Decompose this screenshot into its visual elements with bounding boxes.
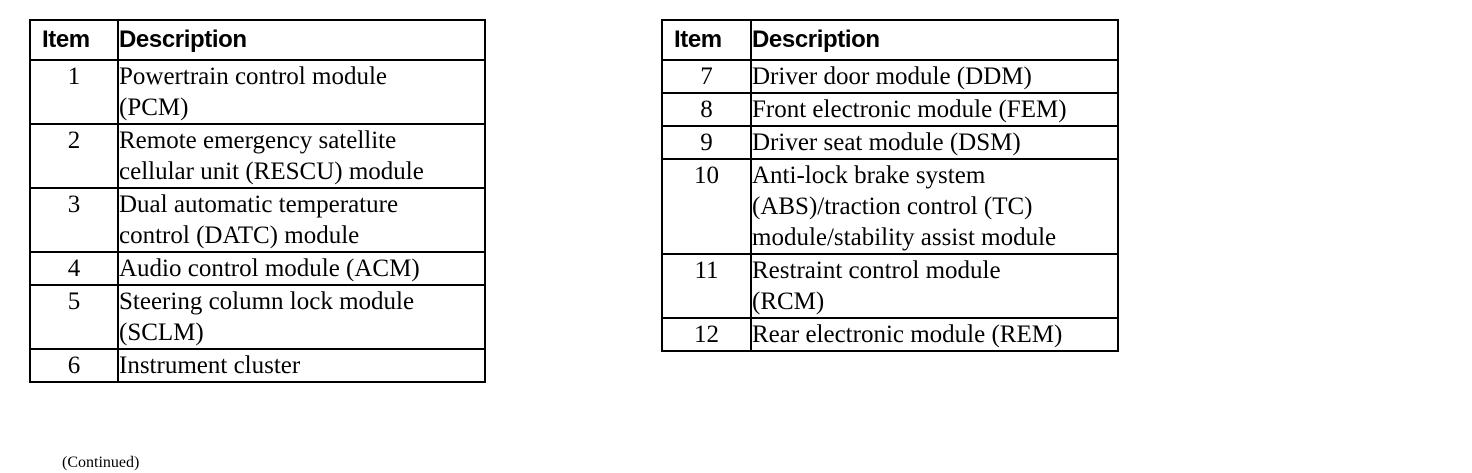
column-header-item: Item [661,19,752,61]
description-line: (SCLM) [119,319,204,346]
description-line: (ABS)/traction control (TC) [752,193,1033,220]
cell-item-number: 10 [661,158,752,255]
column-header-item: Item [29,19,119,61]
cell-description: Dual automatic temperature control (DATC)… [117,187,486,253]
description-line: Driver seat module (DSM) [752,129,1021,156]
cell-item-number: 4 [29,251,119,286]
description-line: Rear electronic module (REM) [752,321,1063,348]
cell-description: Instrument cluster [117,348,486,383]
description-line: Audio control module (ACM) [119,255,420,282]
description-line: Driver door module (DDM) [752,63,1032,90]
cell-item-number: 7 [661,59,752,94]
cell-description: Steering column lock module (SCLM) [117,284,486,350]
cell-item-number: 3 [29,187,119,253]
description-line: Anti-lock brake system [752,162,986,189]
description-line: Remote emergency satellite [119,127,397,154]
description-line: cellular unit (RESCU) module [119,158,424,185]
cell-item-number: 12 [661,317,752,352]
table-header: Item Description [661,19,1119,61]
cell-description: Powertrain control module (PCM) [117,59,486,125]
cell-description: Remote emergency satellite cellular unit … [117,123,486,189]
description-line: (RCM) [752,288,825,315]
cell-item-number: 5 [29,284,119,350]
description-line: Powertrain control module [119,63,387,90]
column-header-description: Description [750,19,1119,61]
cell-item-number: 8 [661,92,752,127]
description-line: control (DATC) module [119,222,360,249]
cell-description: Front electronic module (FEM) [750,92,1119,127]
description-line: Steering column lock module [119,288,415,315]
description-line: Dual automatic temperature [119,191,399,218]
description-line: Restraint control module [752,257,1001,284]
cell-item-number: 11 [661,253,752,319]
description-line: module/stability assist module [752,224,1057,251]
continued-footnote: (Continued) [62,454,140,471]
cell-description: Anti-lock brake system (ABS)/traction con… [750,158,1119,255]
cell-description: Driver door module (DDM) [750,59,1119,94]
description-line: Front electronic module (FEM) [752,96,1067,123]
table-header-row: Item Description [661,19,1119,61]
cell-item-number: 6 [29,348,119,383]
cell-description: Audio control module (ACM) [117,251,486,286]
cell-description: Restraint control module (RCM) [750,253,1119,319]
cell-description: Driver seat module (DSM) [750,125,1119,160]
cell-description: Rear electronic module (REM) [750,317,1119,352]
table-header-row: Item Description [29,19,486,61]
description-line: Instrument cluster [119,352,301,379]
table-header: Item Description [29,19,486,61]
cell-item-number: 9 [661,125,752,160]
cell-item-number: 2 [29,123,119,189]
column-header-description: Description [117,19,486,61]
cell-item-number: 1 [29,59,119,125]
description-line: (PCM) [119,94,189,121]
